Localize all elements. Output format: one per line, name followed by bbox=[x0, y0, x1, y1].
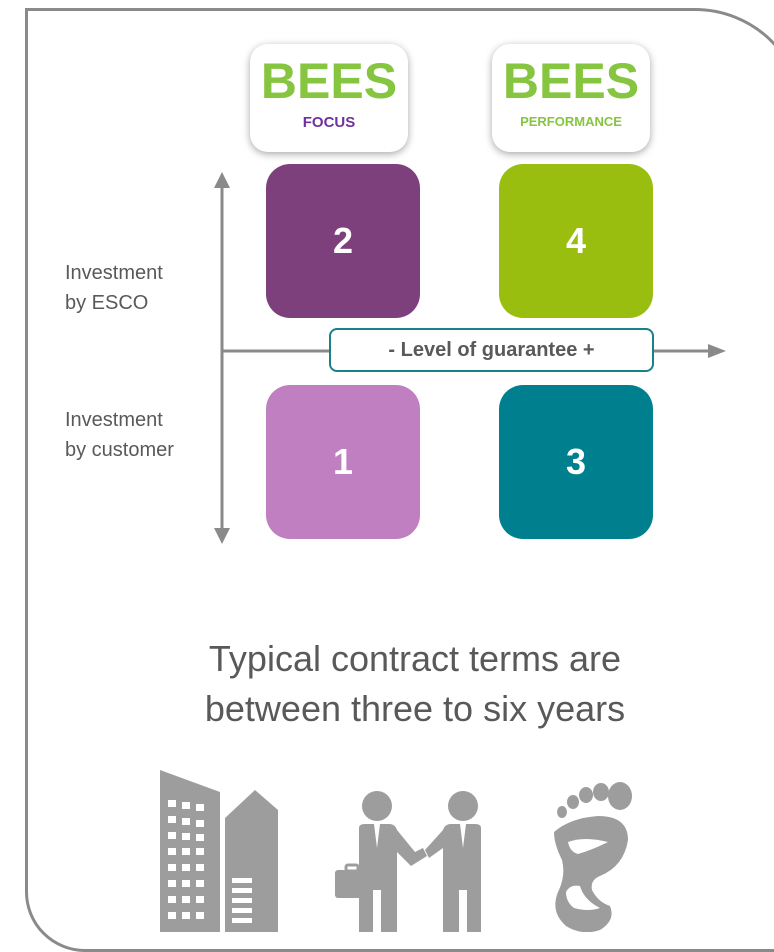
badge-subtitle: FOCUS bbox=[302, 114, 356, 131]
quadrant-tile-3: 3 bbox=[499, 385, 653, 539]
bees-focus-badge: BEES FOCUS bbox=[250, 44, 408, 152]
upper-axis-label: Investment by ESCO bbox=[65, 262, 163, 314]
quadrant-tile-2: 2 bbox=[266, 164, 420, 318]
badge-title: BEES bbox=[502, 53, 640, 109]
bees-performance-badge: BEES PERFORMANCE bbox=[492, 44, 650, 152]
badge-subtitle: PERFORMANCE bbox=[520, 114, 622, 129]
handshake-icon bbox=[335, 791, 481, 932]
quadrant-tile-1: 1 bbox=[266, 385, 420, 539]
level-of-guarantee-label: - Level of guarantee + bbox=[329, 328, 654, 372]
badge-title: BEES bbox=[260, 53, 398, 109]
footprint-icon bbox=[554, 782, 632, 932]
lower-axis-label: Investment by customer bbox=[65, 409, 174, 461]
vertical-axis-arrowhead-down bbox=[214, 528, 230, 544]
quadrant-tile-4: 4 bbox=[499, 164, 653, 318]
vertical-axis-arrowhead-up bbox=[214, 172, 230, 188]
horizontal-axis-arrowhead bbox=[708, 344, 726, 358]
contract-terms-caption: Typical contract terms are between three… bbox=[204, 638, 626, 729]
building-icon bbox=[160, 770, 278, 932]
